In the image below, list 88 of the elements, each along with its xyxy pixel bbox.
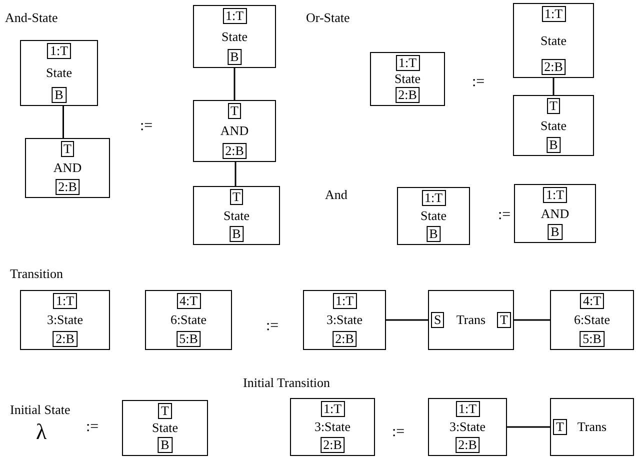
state-box [428,398,507,456]
state-box [513,95,594,156]
port-tag: B [227,49,242,65]
node-label: State [224,208,250,222]
port-tag: 1:T [332,293,357,309]
node-label: State [540,34,566,48]
state-box [193,186,280,245]
define-symbol: := [498,207,511,223]
node-label: Trans [577,420,607,434]
state-box [193,100,276,162]
define-symbol: := [266,318,279,334]
state-box [513,3,594,78]
define-symbol: := [472,74,485,90]
port-tag: B [158,437,172,453]
port-tag: B [52,87,66,103]
define-symbol: := [86,419,99,435]
node-label: State [46,66,72,80]
node-label: Trans [456,313,486,327]
port-tag: 1:T [455,401,480,417]
state-box [290,398,375,456]
define-symbol: := [140,118,153,134]
node-label: 3:State [326,313,363,327]
port-tag: 1:T [542,187,568,203]
state-box [397,187,470,245]
port-tag: T [60,141,74,157]
port-tag: 1:T [222,8,247,24]
node-label: 6:State [574,313,610,327]
rule-title: Transition [10,266,63,282]
node-label: 3:State [314,420,351,434]
state-box [550,398,634,456]
node-label: 6:State [170,313,207,327]
port-tag: B [426,226,441,242]
port-tag: 1:T [52,293,78,309]
port-tag: 1:T [421,190,446,206]
port-tag: 1:T [46,43,72,59]
state-box [25,138,110,198]
state-box [20,40,98,106]
state-box [514,184,596,243]
port-tag: T [158,403,172,419]
port-tag: 1:T [541,6,566,22]
port-tag: B [548,224,562,240]
node-label: 3:State [449,420,486,434]
port-tag: T [228,103,242,119]
port-tag: B [546,137,561,153]
port-tag: 2:B [541,59,566,75]
node-label: State [222,30,248,44]
port-tag: T [553,419,567,435]
node-label: AND [53,161,82,175]
port-tag: B [229,226,244,242]
lambda-symbol: λ [36,424,47,440]
port-tag: 4:T [176,293,201,309]
rule-title: Initial State [10,402,70,418]
port-tag: 4:T [580,293,604,309]
state-box [193,5,276,68]
port-tag: S [431,312,444,328]
state-box [145,290,232,350]
node-label: AND [540,206,570,220]
rule-title: And [325,187,348,203]
node-label: 3:State [46,313,84,327]
port-tag: 2:B [332,331,357,347]
port-tag: 2:B [320,437,345,453]
node-label: State [420,209,446,223]
rule-title: Initial Transition [243,375,330,391]
port-tag: T [230,189,244,205]
port-tag: 5:B [176,331,201,347]
port-tag: 2:B [222,143,247,159]
port-tag: 1:T [395,55,420,71]
node-label: AND [220,124,249,138]
state-box [370,52,445,106]
port-tag: 2:B [395,87,420,103]
port-tag: 1:T [320,401,345,417]
node-label: State [152,421,178,435]
rule-title: Or-State [306,10,350,26]
port-tag: 2:B [455,437,480,453]
port-tag: 2:B [55,179,80,195]
port-tag: T [497,312,511,328]
state-box [303,290,386,350]
state-box [20,290,110,350]
port-tag: 2:B [52,331,78,347]
rule-title: And-State [5,10,58,26]
node-label: State [540,118,566,132]
node-label: State [394,72,420,86]
port-tag: 5:B [580,331,604,347]
state-box [550,290,634,350]
state-box [428,290,514,350]
state-box [122,400,208,456]
define-symbol: := [392,424,405,440]
port-tag: T [546,98,560,114]
